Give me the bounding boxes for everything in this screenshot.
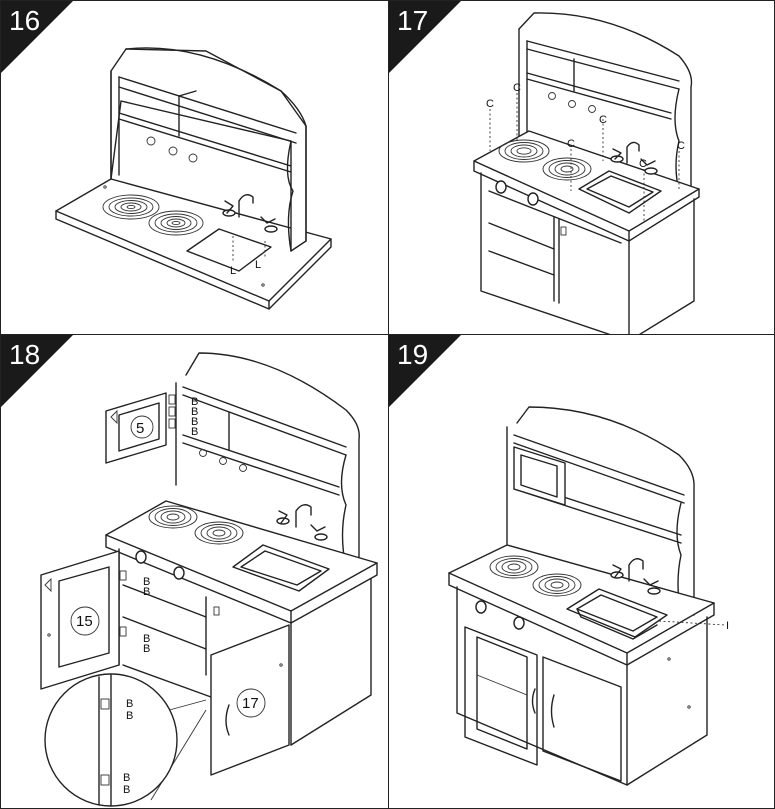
faucet — [610, 141, 658, 175]
screw-label-c: C — [639, 158, 647, 170]
burner-left — [102, 194, 160, 220]
step-badge — [1, 335, 73, 407]
sink-part-label: I — [726, 620, 729, 632]
screw-label-c: C — [486, 98, 494, 110]
hinge-label-b: B — [123, 784, 130, 796]
hinge-label-b: B — [143, 576, 150, 588]
upper-hinges — [168, 394, 176, 429]
worktop — [473, 130, 700, 232]
hinge-label-b: B — [191, 406, 198, 418]
step-number-17: 17 — [397, 5, 429, 36]
step-number-18: 18 — [9, 339, 41, 370]
burner-right — [148, 210, 204, 236]
step-badge — [389, 1, 461, 73]
part-number-5: 5 — [136, 420, 144, 437]
screw-label-c: C — [599, 114, 607, 126]
upper-door-installed — [513, 446, 566, 506]
part-number-17: 17 — [242, 695, 259, 712]
hinge-detail-callout — [44, 673, 178, 807]
sink-cutout — [186, 228, 272, 272]
sink — [232, 544, 330, 592]
step-number-19: 19 — [397, 339, 429, 370]
right-door-installed — [542, 656, 622, 782]
burner-left — [498, 139, 550, 163]
part-number-15: 15 — [76, 613, 93, 630]
screw-label-c: C — [567, 138, 575, 150]
hinge-label-b: B — [126, 698, 133, 710]
right-door-part-17 — [210, 624, 290, 776]
burner-left — [489, 555, 539, 579]
hinge-label-b: B — [126, 710, 133, 722]
hinge-label-b: B — [143, 643, 150, 655]
sink — [578, 170, 662, 214]
step-number-16: 16 — [9, 5, 41, 36]
faucet — [610, 558, 661, 595]
hole-label-left: L — [230, 265, 236, 277]
step-18-illustration: 5 B B B B — [40, 352, 378, 807]
hinge-label-b: B — [123, 772, 130, 784]
left-door-part-15 — [40, 550, 120, 690]
upper-door-part-5 — [105, 392, 167, 464]
burner-right — [194, 521, 244, 545]
step-badge — [1, 1, 73, 73]
screw-label-c: C — [513, 82, 521, 94]
hole-label-right: L — [255, 259, 261, 271]
faucet — [222, 194, 278, 233]
screw-label-c: C — [677, 140, 685, 152]
hinge-label-b: B — [143, 633, 150, 645]
step-17-illustration: C C C C C C — [473, 12, 700, 334]
faucet — [276, 504, 328, 541]
step-19-illustration: I — [448, 406, 729, 786]
step-17-panel: C C C C C C 17 — [388, 0, 775, 335]
step-19-panel: I — [388, 334, 775, 809]
burner-left — [148, 505, 198, 529]
sink-part-i — [566, 588, 668, 640]
step-16-panel: L L 16 — [0, 0, 389, 335]
hinge-label-b: B — [191, 426, 198, 438]
left-door-installed — [464, 626, 538, 766]
step-badge — [389, 335, 461, 407]
hinge-label-b: B — [191, 416, 198, 428]
step-16-illustration: L L — [55, 47, 332, 310]
step-18-panel: 5 B B B B — [0, 334, 389, 809]
hinge-label-b: B — [191, 396, 198, 408]
burner-right — [542, 157, 592, 181]
burner-right — [532, 573, 582, 597]
hinge-label-b: B — [143, 586, 150, 598]
